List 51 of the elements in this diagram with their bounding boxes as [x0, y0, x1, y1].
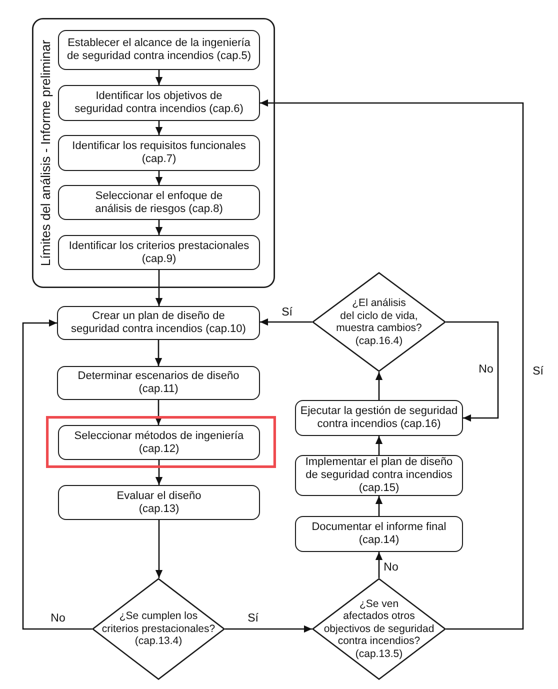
decision-diamond — [92, 578, 225, 680]
decision-text: ¿Se cumplen los criterios prestacionales? (cap.13.4) — [102, 610, 216, 648]
step-text: Identificar los requisitos funcionales (cap.7) — [71, 140, 247, 166]
decision-text: ¿Se ven afectados otros objectivos de seguridad contra incendios? (cap.13.5) — [324, 598, 434, 660]
step-text: Identificar los criterios prestacionales (cap.9) — [68, 240, 250, 266]
step-text: Documentar el informe final (cap.14) — [310, 521, 448, 547]
arrow — [260, 318, 312, 326]
arrow — [375, 372, 383, 400]
highlight-frame — [46, 416, 276, 468]
process-box — [57, 306, 260, 340]
decision-diamond — [312, 578, 446, 680]
arrow — [446, 321, 499, 422]
group-title: Límites del análisis - Informe preliminar — [38, 40, 54, 266]
decision-diamond — [312, 272, 446, 372]
arrow — [155, 70, 163, 85]
process-box — [58, 485, 260, 520]
arrow — [155, 460, 163, 485]
step-text: Ejecutar la gestión de seguridad contra incendios (cap.16) — [299, 405, 459, 431]
arrow — [225, 625, 312, 633]
arrow — [154, 340, 162, 366]
arrow — [375, 496, 383, 516]
process-box — [295, 455, 463, 496]
process-box — [58, 235, 260, 270]
step-text: Establecer el alcance de la ingeniería de seguridad contra incendios (cap.5) — [66, 37, 252, 63]
step-text: Crear un plan de diseño de seguridad contra incendios (cap.10) — [70, 310, 247, 336]
process-box — [295, 516, 463, 552]
arrow — [22, 319, 92, 630]
process-box — [58, 30, 260, 70]
arrow — [155, 270, 163, 306]
arrow — [154, 400, 162, 425]
arrow — [260, 99, 524, 630]
arrow — [155, 171, 163, 185]
step-text: Seleccionar métodos de ingeniería (cap.12) — [73, 430, 245, 456]
arrow — [375, 552, 383, 578]
process-box — [58, 85, 260, 121]
step-text: Seleccionar el enfoque de análisis de riesgos (cap.8) — [94, 190, 224, 216]
process-box — [295, 400, 463, 436]
arrow — [375, 436, 383, 455]
arrow — [155, 520, 163, 578]
arrow — [155, 220, 163, 235]
group-frame — [32, 18, 275, 288]
process-box — [58, 425, 260, 460]
arrow — [155, 121, 163, 135]
step-text: Determinar escenarios de diseño (cap.11) — [76, 370, 240, 396]
step-text: Implementar el plan de diseño de seguridad contra incendios (cap.15) — [304, 456, 454, 495]
process-box — [58, 185, 260, 220]
process-box — [58, 135, 260, 171]
step-text: Identificar los objetivos de seguridad contra incendios (cap.6) — [74, 90, 244, 116]
step-text: Evaluar el diseño (cap.13) — [116, 490, 202, 516]
decision-text: ¿El análisis del ciclo de vida, muestra cambios? (cap.16.4) — [336, 297, 422, 347]
process-box — [57, 366, 260, 400]
